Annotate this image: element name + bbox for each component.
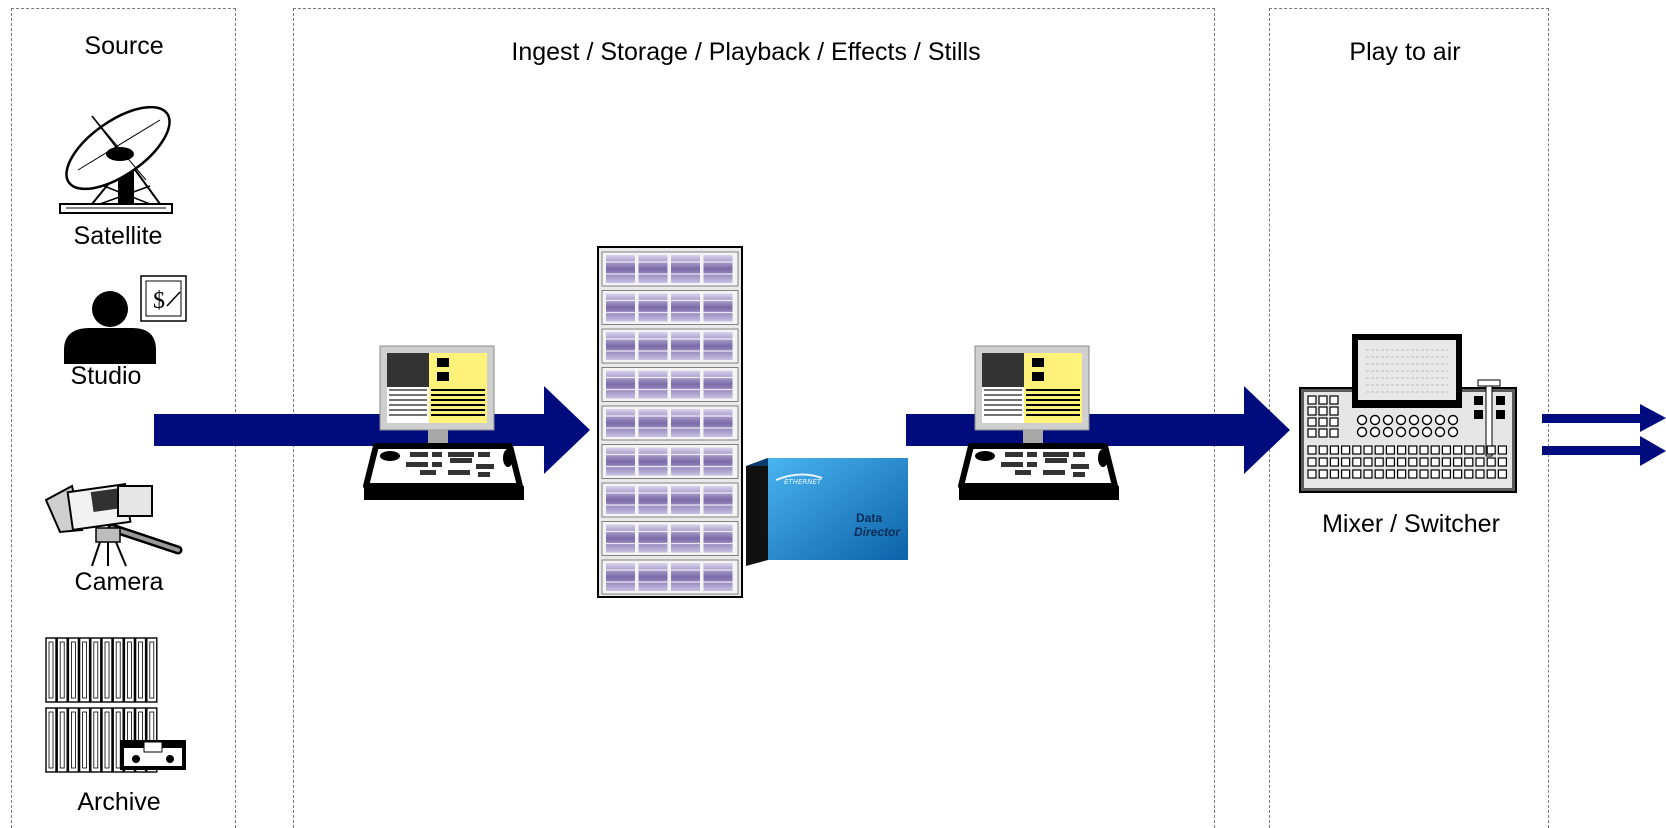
storage-rack-icon bbox=[597, 246, 743, 598]
device-label-data: Data bbox=[856, 511, 882, 525]
svg-text:ETHERNET: ETHERNET bbox=[784, 478, 822, 486]
mixer-switcher-label: Mixer / Switcher bbox=[1322, 510, 1500, 538]
satellite-label: Satellite bbox=[73, 222, 163, 250]
camera-label: Camera bbox=[74, 568, 164, 596]
playout-workstation-icon bbox=[958, 345, 1119, 500]
source-heading: Source bbox=[84, 32, 164, 60]
ingest-heading: Ingest / Storage / Playback / Effects / … bbox=[511, 38, 981, 66]
studio-label: Studio bbox=[70, 362, 142, 390]
svg-text:$: $ bbox=[153, 288, 165, 314]
archive-label: Archive bbox=[77, 788, 161, 816]
satellite-dish-icon bbox=[59, 105, 173, 214]
archive-tape-library-icon bbox=[45, 637, 186, 773]
studio-presenter-icon: $ bbox=[64, 275, 187, 364]
device-label-director: Director bbox=[854, 525, 901, 539]
ingest-workstation-icon bbox=[363, 345, 524, 500]
mixer-switcher-icon bbox=[1299, 334, 1517, 493]
data-director-device-icon: ETHERNET Data Director bbox=[746, 458, 908, 566]
camera-icon bbox=[44, 483, 183, 567]
play-to-air-heading: Play to air bbox=[1349, 38, 1461, 66]
output-arrow-bottom bbox=[1542, 436, 1666, 466]
output-arrow-top bbox=[1542, 404, 1666, 432]
